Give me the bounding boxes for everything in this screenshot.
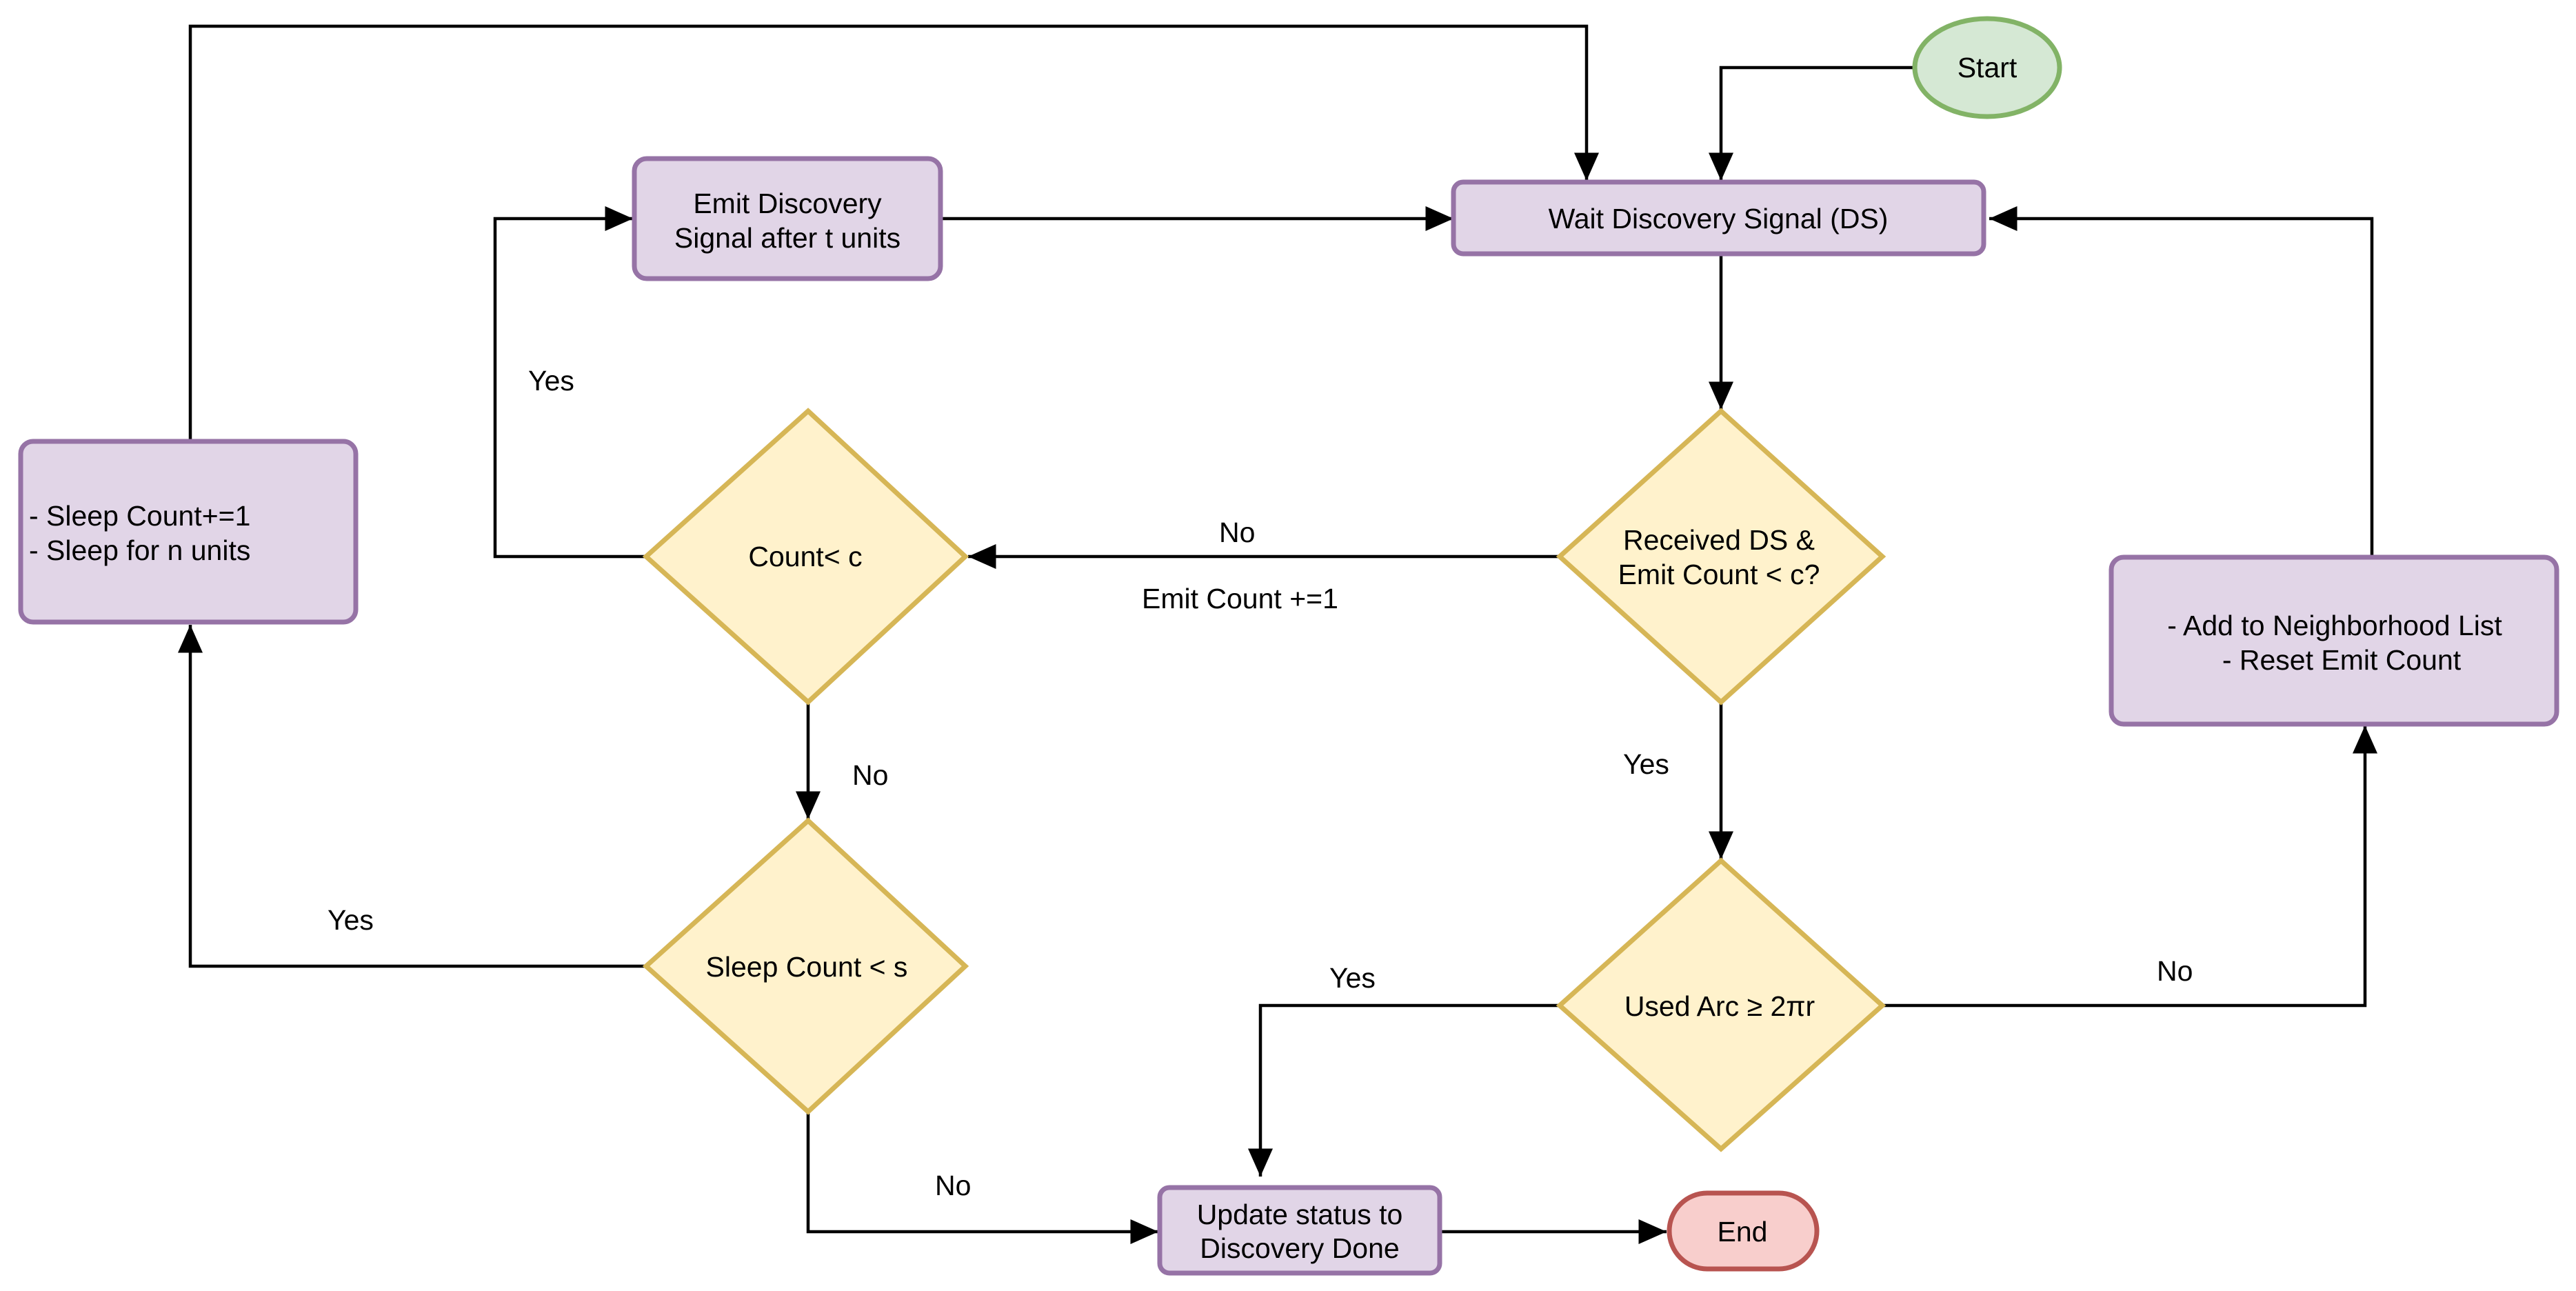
count-decision-node: Count< c <box>642 408 969 705</box>
arc-decision-node: Used Arc ≥ 2πr <box>1556 857 1886 1152</box>
start-label: Start <box>1958 52 2017 83</box>
label-count-no: No <box>852 759 888 791</box>
received-decision-node: Received DS & Emit Count < c? <box>1556 408 1886 705</box>
neighborhood-label-line1: - Add to Neighborhood List <box>2167 610 2502 641</box>
sleepcount-decision-label: Sleep Count < s <box>706 951 908 983</box>
emit-discovery-label-line2: Signal after t units <box>674 222 900 254</box>
edge-arc-to-neighborhood <box>1884 725 2377 1008</box>
sleep-node: - Sleep Count+=1 - Sleep for n units <box>18 439 359 625</box>
end-label: End <box>1718 1216 1768 1248</box>
neighborhood-node: - Add to Neighborhood List - Reset Emit … <box>2109 554 2559 727</box>
received-decision-line2: Emit Count < c? <box>1618 559 1820 590</box>
edge-sleepcount-to-sleep <box>178 625 645 968</box>
edge-labels: Yes No Emit Count +=1 No Yes Yes Yes No … <box>328 365 2193 1201</box>
neighborhood-label-line2: - Reset Emit Count <box>2222 644 2462 676</box>
emit-discovery-label-line1: Emit Discovery <box>693 188 882 219</box>
label-received-no: No <box>1219 517 1255 548</box>
wait-discovery-node: Wait Discovery Signal (DS) <box>1451 179 1986 257</box>
edge-sleep-to-wait <box>188 24 1599 440</box>
edges <box>178 24 2377 1244</box>
label-arc-yes: Yes <box>1329 962 1376 994</box>
end-node: End <box>1667 1190 1820 1272</box>
sleep-label-line2: - Sleep for n units <box>29 534 250 566</box>
update-status-line2: Discovery Done <box>1200 1232 1399 1264</box>
sleepcount-decision-node: Sleep Count < s <box>642 817 969 1115</box>
label-received-yes: Yes <box>1623 748 1669 780</box>
edge-count-to-emit <box>493 206 645 559</box>
update-status-line1: Update status to <box>1197 1199 1403 1230</box>
label-arc-no: No <box>2157 955 2193 987</box>
label-count-yes: Yes <box>528 365 574 397</box>
edge-arc-to-update <box>1248 1003 1560 1177</box>
sleep-label-line1: - Sleep Count+=1 <box>29 500 250 532</box>
start-node: Start <box>1912 16 2062 119</box>
wait-discovery-label: Wait Discovery Signal (DS) <box>1549 203 1889 234</box>
label-sleep-yes: Yes <box>328 904 374 936</box>
edge-sleepcount-to-update <box>806 1112 1158 1244</box>
arc-decision-label: Used Arc ≥ 2πr <box>1624 990 1815 1022</box>
update-status-node: Update status to Discovery Done <box>1157 1185 1442 1276</box>
emit-discovery-node: Emit Discovery Signal after t units <box>632 156 943 281</box>
edge-neighborhood-to-wait <box>1989 206 2374 556</box>
label-emit-count-increment: Emit Count +=1 <box>1142 583 1338 614</box>
received-decision-line1: Received DS & <box>1623 524 1815 556</box>
label-sleep-no: No <box>935 1170 971 1201</box>
edge-start-to-wait <box>1709 66 1913 181</box>
count-decision-label: Count< c <box>748 541 862 572</box>
